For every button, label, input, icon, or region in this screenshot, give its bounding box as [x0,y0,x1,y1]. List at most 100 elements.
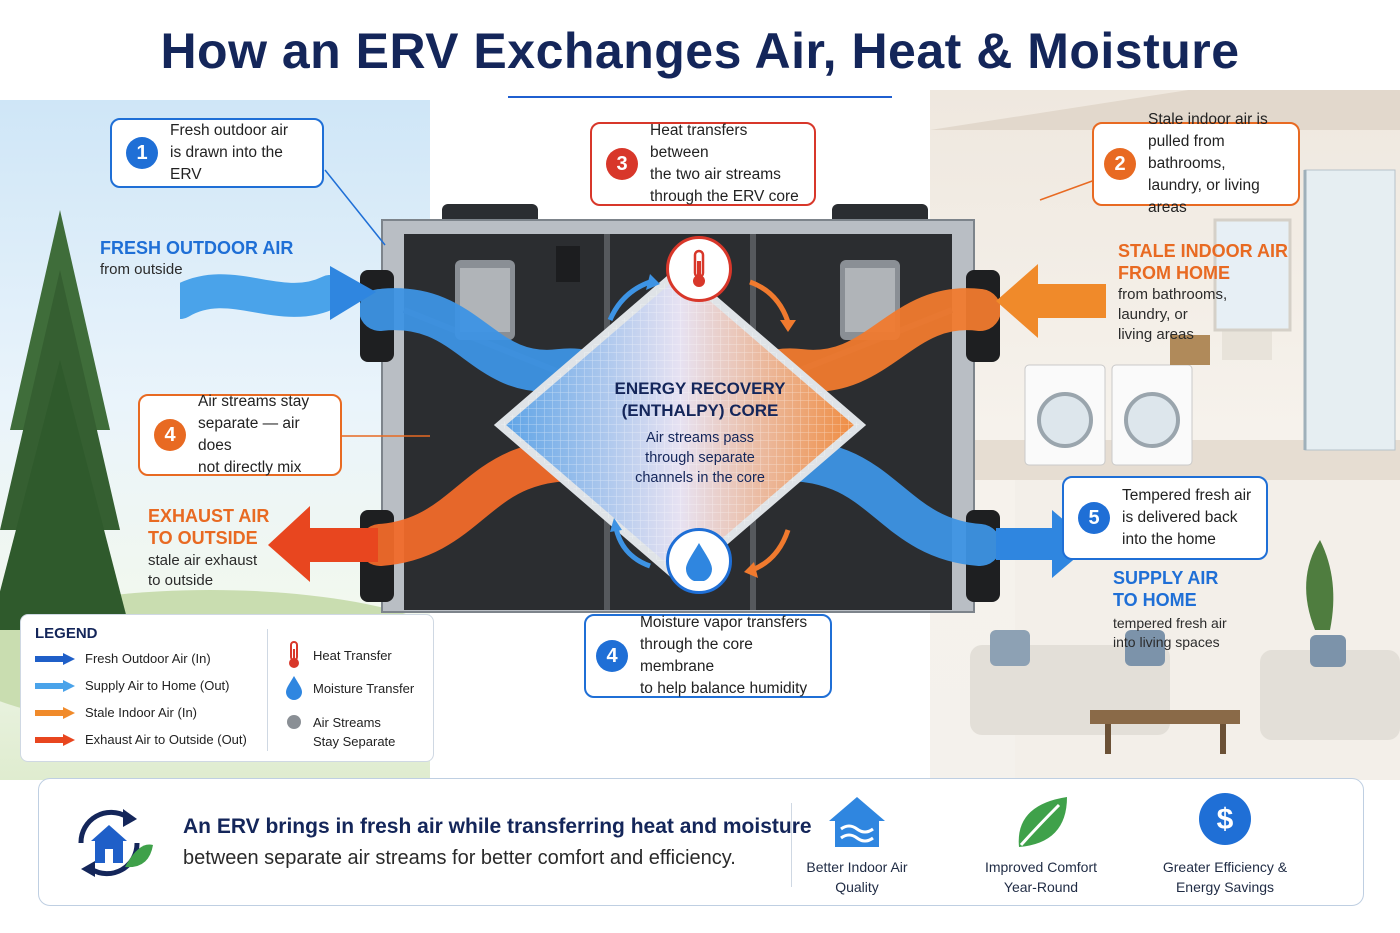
summary-line-2: between separate air streams for better … [183,847,736,869]
legend-label-exhaust: Exhaust Air to Outside (Out) [85,732,247,747]
title-underline [508,96,892,98]
callout-step-5: 5 Tempered fresh air is delivered back int… [1062,476,1268,560]
stale-air-sublabel-1: from bathrooms, [1118,286,1228,303]
callout-3-line-1: Heat transfers between [650,122,748,161]
gray-dot-icon [287,715,301,729]
fresh-air-label: FRESH OUTDOOR AIR [100,238,294,258]
callout-step-3: 3 Heat transfers between the two air stre… [590,122,816,206]
callout-step-1: 1 Fresh outdoor air is drawn into the ERV [110,118,324,188]
callout-step-4-separate: 4 Air streams stay separate — air does not… [138,393,342,476]
feature-comfort: Improved Comfort Year-Round [951,857,1131,897]
stale-air-label-1: STALE INDOOR AIR [1118,241,1288,261]
callout-1-line-2: is drawn into the ERV [170,144,283,183]
feature-indoor-air-line-1: Better Indoor Air [806,859,908,875]
core-title-2: (ENTHALPY) CORE [621,401,779,420]
callout-3-line-3: through the ERV core [650,188,799,205]
callout-5-line-1: Tempered fresh air [1122,487,1252,504]
room-furnishings [970,169,1400,754]
callout-5-line-3: into the home [1122,531,1216,548]
summary-line-1: An ERV brings in fresh air while transfe… [183,815,812,838]
exhaust-air-outflow-arrow [268,506,378,582]
legend-divider [267,629,268,751]
exhaust-air-label-2: TO OUTSIDE [148,528,258,548]
legend-item-supply: Supply Air to Home (Out) [35,678,230,693]
legend-title: LEGEND [35,625,98,642]
callout-2-line-1: Stale indoor air is [1148,111,1268,128]
core-label: ENERGY RECOVERY (ENTHALPY) CORE Air stre… [560,378,840,488]
summary-banner: An ERV brings in fresh air while transfe… [38,778,1364,906]
callout-2-line-3: laundry, or living areas [1148,177,1260,216]
callout-4b-line-2: through the core membrane [640,636,753,675]
step-number-4a: 4 [154,419,186,451]
legend-label-stale: Stale Indoor Air (In) [85,705,197,720]
thermometer-icon [693,249,705,287]
water-drop-icon [286,676,302,700]
legend-label-separate-1: Air Streams [313,715,381,730]
step-number-4b: 4 [596,640,628,672]
callout-step-4-moisture: 4 Moisture vapor transfers through the co… [584,614,832,698]
legend-label-moisture: Moisture Transfer [313,680,415,696]
callout-4a-line-3: not directly mix [198,459,302,476]
stale-air-sublabel-2: laundry, or [1118,306,1188,323]
exhaust-air-label-1: EXHAUST AIR [148,506,270,526]
callout-3-line-2: the two air streams [650,166,781,183]
feature-efficiency-line-1: Greater Efficiency & [1162,859,1288,875]
fresh-air-inflow-arrow [180,266,376,320]
callout-4b-line-3: to help balance humidity [640,680,808,697]
exhaust-air-arrow-icon [35,733,75,746]
stale-air-arrow-icon [35,706,75,719]
banner-divider [791,803,792,887]
legend-item-exhaust: Exhaust Air to Outside (Out) [35,732,247,747]
exhaust-air-sublabel-2: to outside [148,572,214,589]
stale-air-inflow-arrow [996,264,1106,338]
feature-efficiency-line-2: Energy Savings [1175,879,1275,895]
step-number-3: 3 [606,148,638,180]
svg-text:$: $ [1217,803,1234,836]
moisture-transfer-badge [666,528,732,594]
exhaust-air-sublabel-1: stale air exhaust [148,552,258,569]
page-title: How an ERV Exchanges Air, Heat & Moistur… [160,23,1240,79]
legend: LEGEND Fresh Outdoor Air (In) Supply Air… [20,614,434,762]
supply-air-label-1: SUPPLY AIR [1113,568,1219,588]
legend-label-separate-2: Stay Separate [313,734,396,749]
callout-4b-line-1: Moisture vapor transfers [640,614,808,631]
legend-label-heat: Heat Transfer [313,647,392,663]
callout-4a-line-2: separate — air does [198,415,300,454]
callout-4a-line-1: Air streams stay [198,393,310,410]
feature-indoor-air: Better Indoor Air Quality [767,857,947,897]
feature-comfort-line-1: Improved Comfort [984,859,1098,875]
supply-air-sublabel-1: tempered fresh air [1113,615,1227,631]
callout-5-line-2: is delivered back [1122,509,1238,526]
water-drop-icon [686,543,712,581]
fresh-air-sublabel: from outside [100,261,183,278]
stale-air-label-2: FROM HOME [1118,263,1230,283]
step-number-1: 1 [126,137,158,169]
stale-air-sublabel-3: living areas [1118,326,1194,343]
legend-item-fresh: Fresh Outdoor Air (In) [35,651,211,666]
step-number-5: 5 [1078,502,1110,534]
feature-efficiency: Greater Efficiency & Energy Savings [1135,857,1315,897]
callout-2-line-2: pulled from bathrooms, [1148,133,1226,172]
house-air-icon [829,797,885,847]
callout-1-line-1: Fresh outdoor air [170,122,289,139]
core-desc-3: channels in the core [635,470,765,486]
core-title-1: ENERGY RECOVERY [614,379,786,398]
leaf-icon [1018,797,1067,847]
supply-air-arrow-icon [35,679,75,692]
feature-indoor-air-line-2: Quality [835,879,879,895]
fresh-air-arrow-icon [35,652,75,665]
thermometer-icon [289,641,299,668]
feature-comfort-line-2: Year-Round [1003,879,1079,895]
dollar-icon: $ [1199,793,1251,845]
supply-air-sublabel-2: into living spaces [1113,634,1220,650]
legend-label-fresh: Fresh Outdoor Air (In) [85,651,211,666]
supply-air-label-2: TO HOME [1113,590,1197,610]
eco-home-cycle-icon [78,809,153,877]
legend-symbol-moisture: Moisture Transfer [285,675,414,701]
legend-label-supply: Supply Air to Home (Out) [85,678,230,693]
heat-transfer-badge [666,236,732,302]
